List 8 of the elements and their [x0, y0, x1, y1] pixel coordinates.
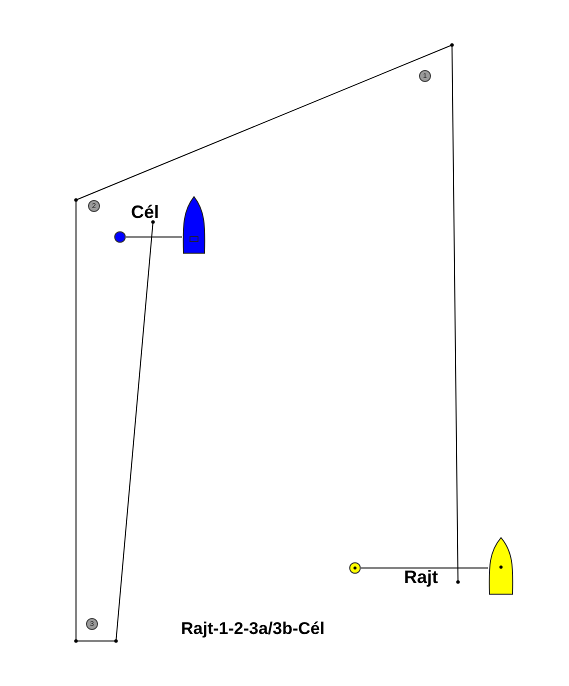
buoy-icon [349, 562, 361, 574]
boat-icon [488, 537, 514, 595]
mark-label: Rajt [404, 568, 438, 586]
mark-label: Cél [131, 203, 160, 221]
boat-icon [182, 196, 206, 254]
buoy-icon [114, 231, 126, 243]
caption: Rajt-1-2-3a/3b-Cél [181, 620, 325, 637]
line [126, 236, 182, 238]
